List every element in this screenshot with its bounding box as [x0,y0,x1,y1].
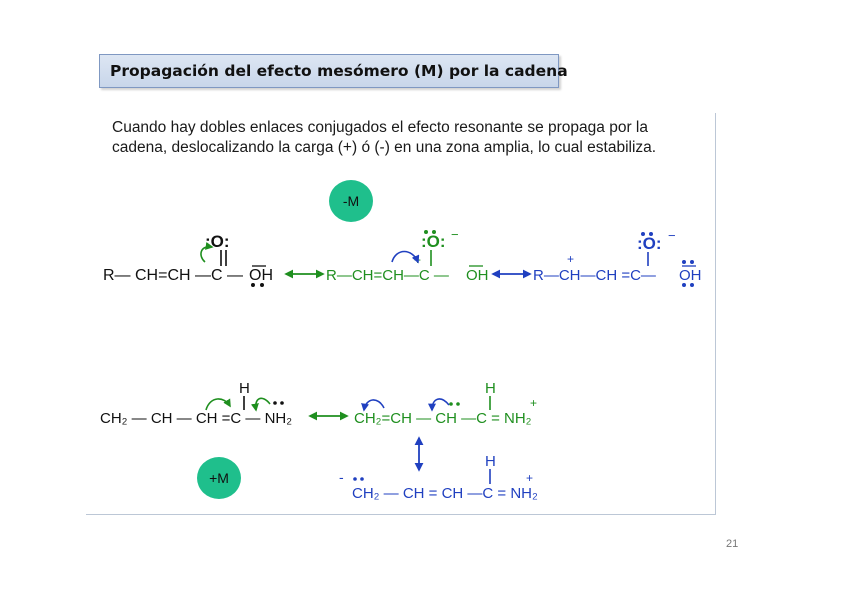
carbonyl-oxygen: :O: [205,232,230,251]
minus-m-badge: -M [329,180,373,222]
structure-chain: R— CH=CH —C — [103,267,243,284]
structure-chain: CH₂ — CH = CH —C = NH₂ [352,485,538,502]
page-number: 21 [726,538,739,550]
plus-m-structure-2: CH₂=CH — CH —C = NH₂ H + [354,380,537,427]
plus-m-structure-3: - CH₂ — CH = CH —C = NH₂ H + [339,453,538,502]
hydrogen-atom: H [485,380,496,397]
structure-chain: R—CH—CH =C— [533,267,656,284]
hydrogen-atom: H [239,380,250,397]
slide-title: Propagación del efecto mesómero (M) por … [99,54,568,88]
structure-chain: R—CH=CH—C — [326,267,449,284]
minus-m-structure-3: R—CH—CH =C— OH + :O: − [533,228,702,287]
negative-charge: - [339,469,344,485]
content-frame [86,113,716,515]
oxygen-charge: − [451,227,459,242]
plus-m-badge: +M [197,457,241,499]
oxygen-atom: :O: [421,232,446,251]
intro-text: Cuando hay dobles enlaces conjugados el … [112,119,657,156]
hydrogen-atom: H [485,453,496,470]
hydroxyl-group: OH [466,267,489,284]
oxygen-charge: − [668,228,676,243]
hydroxyl-group: OH [249,267,273,284]
positive-charge: + [526,471,533,485]
minus-m-label: -M [343,193,359,209]
plus-m-structure-1: CH₂ — CH — CH =C — NH₂ H [100,380,292,427]
structure-chain: CH₂=CH — CH —C = NH₂ [354,410,532,427]
hydroxyl-group: OH [679,267,702,284]
oxygen-atom: :O: [637,234,662,253]
minus-m-structure-2: R—CH=CH—C — OH :O: − + [326,227,489,284]
minus-m-structure-1: R— CH=CH —C — OH :O: [103,232,273,287]
structure-chain: CH₂ — CH — CH =C — NH₂ [100,410,292,427]
positive-charge: + [530,396,537,410]
positive-charge: + [567,252,574,266]
plus-m-label: +M [209,470,229,486]
